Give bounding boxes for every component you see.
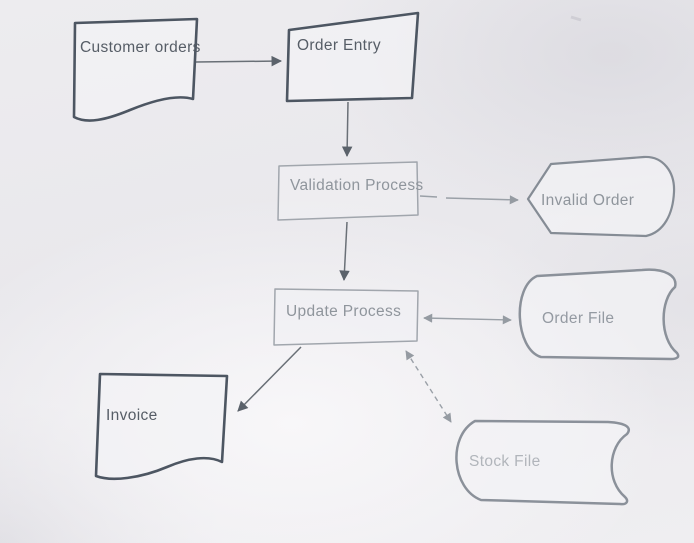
- node-customer-orders: Customer orders: [72, 17, 201, 122]
- edge-update-process-order-file: [423, 313, 512, 325]
- order-file-storage-shape: [518, 268, 680, 361]
- node-validation-process: Validation Process: [277, 161, 424, 221]
- edge-customer-orders-to-order-entry: [195, 55, 283, 67]
- invoice-document-shape: [94, 372, 229, 481]
- node-order-entry: Order Entry: [285, 11, 420, 103]
- node-invalid-order: Invalid Order: [526, 155, 676, 238]
- update-process-rect-shape: [273, 288, 419, 346]
- edge-order-entry-to-validation-process: [341, 101, 353, 158]
- order-file-label: Order File: [542, 310, 614, 327]
- invalid-order-label: Invalid Order: [541, 192, 634, 209]
- photo-smudge: [570, 15, 582, 22]
- update-process-label: Update Process: [286, 303, 401, 320]
- order-entry-label: Order Entry: [297, 37, 381, 54]
- node-order-file: Order File: [518, 268, 680, 361]
- validation-process-rect-shape: [277, 161, 419, 221]
- node-stock-file: Stock File: [455, 419, 631, 506]
- invalid-order-display-shape: [526, 155, 676, 238]
- edge-validation-to-update-process: [339, 221, 350, 282]
- validation-process-label: Validation Process: [290, 177, 424, 194]
- node-update-process: Update Process: [273, 288, 419, 346]
- customer-orders-document-shape: [72, 17, 199, 122]
- node-invoice: Invoice: [94, 372, 229, 481]
- order-entry-manual-input-shape: [285, 11, 420, 103]
- edge-validation-to-invalid-order: [445, 195, 519, 205]
- edge-update-process-stock-file: [405, 350, 452, 423]
- edge-update-process-to-invoice: [237, 346, 302, 412]
- edge-validation-to-invalid-order-stub: [419, 195, 438, 198]
- stock-file-storage-shape: [455, 419, 631, 506]
- customer-orders-label: Customer orders: [80, 39, 201, 56]
- stock-file-label: Stock File: [469, 453, 541, 470]
- invoice-label: Invoice: [106, 407, 158, 424]
